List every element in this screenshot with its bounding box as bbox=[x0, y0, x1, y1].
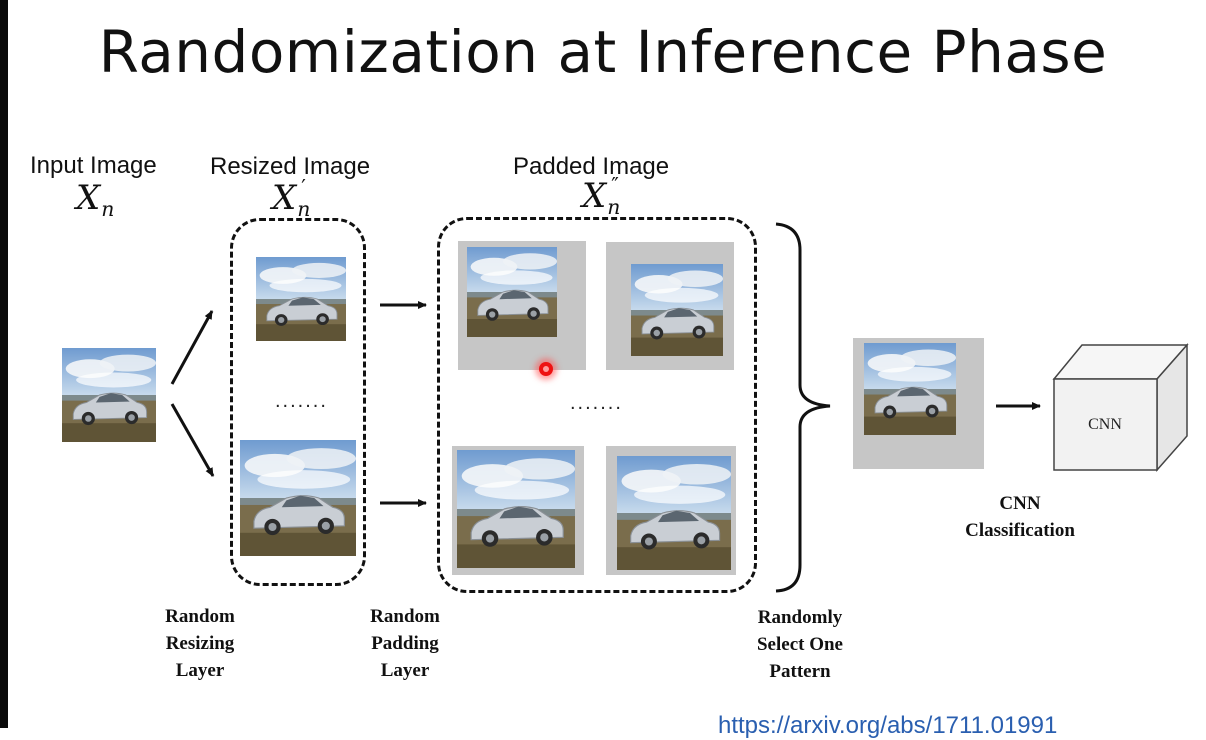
cnn-cube bbox=[1054, 345, 1187, 470]
random-padding-layer-label: Random Padding Layer bbox=[345, 603, 465, 684]
randomly-select-text: Randomly Select One Pattern bbox=[735, 604, 865, 685]
random-resizing-text: Random Resizing Layer bbox=[140, 603, 260, 684]
cnn-cube-label: CNN bbox=[1088, 416, 1122, 433]
arrow-to-small-resize bbox=[172, 311, 212, 384]
randomly-select-label: Randomly Select One Pattern bbox=[735, 604, 865, 685]
arrow-to-large-resize bbox=[172, 404, 213, 476]
cnn-classification-label: CNN Classification bbox=[950, 490, 1090, 544]
random-resizing-layer-label: Random Resizing Layer bbox=[140, 603, 260, 684]
selection-brace bbox=[776, 224, 830, 591]
source-link[interactable]: https://arxiv.org/abs/1711.01991 bbox=[718, 712, 1057, 740]
laser-pointer-icon bbox=[539, 362, 553, 376]
cnn-classification-text: CNN Classification bbox=[950, 490, 1090, 544]
random-padding-text: Random Padding Layer bbox=[345, 603, 465, 684]
